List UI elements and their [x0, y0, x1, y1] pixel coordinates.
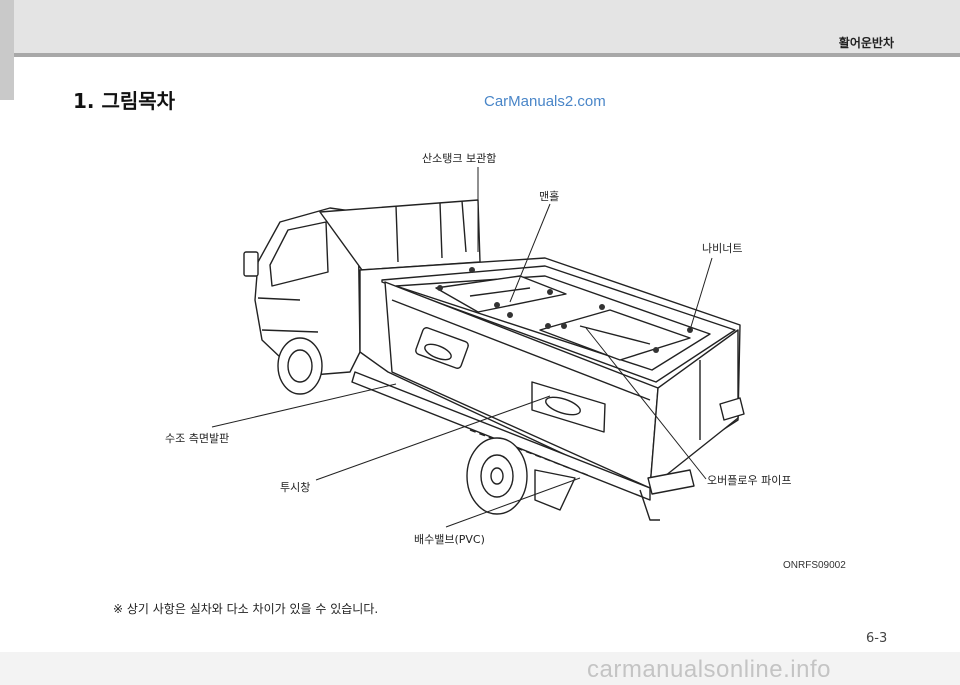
chapter-title: 활어운반차	[838, 36, 894, 50]
disclaimer-note: ※ 상기 사항은 실차와 다소 차이가 있을 수 있습니다.	[113, 602, 379, 616]
label-drain-valve: 배수밸브(PVC)	[414, 533, 485, 546]
label-manhole: 맨홀	[539, 190, 560, 203]
footer-bar	[0, 652, 960, 685]
leader-side-step	[211, 383, 397, 428]
leader-drain-valve	[445, 477, 581, 528]
sight-window-front	[415, 327, 469, 369]
side-tab	[0, 0, 14, 100]
label-sight-window: 투시창	[280, 481, 311, 494]
leader-sight-window	[315, 395, 551, 481]
front-wheel	[277, 337, 323, 395]
leader-manhole	[509, 203, 551, 303]
header-divider	[0, 53, 960, 57]
header-bar	[0, 0, 960, 53]
wing-nuts	[437, 267, 693, 353]
truck-cab	[254, 207, 361, 377]
label-overflow-pipe: 오버플로우 파이프	[707, 474, 792, 487]
page-number: 6-3	[866, 631, 888, 646]
label-wing-nut: 나비너트	[702, 242, 743, 255]
label-side-step: 수조 측면발판	[165, 432, 230, 445]
leader-wing-nut	[689, 257, 713, 331]
label-oxygen-tank: 산소탱크 보관함	[422, 152, 497, 165]
watermark-link[interactable]: CarManuals2.com	[484, 93, 606, 110]
leader-overflow-pipe	[585, 327, 707, 480]
footer-watermark[interactable]: carmanualsonline.info	[587, 656, 831, 683]
section-title: 1. 그림목차	[73, 89, 176, 113]
rear-wheel	[466, 437, 528, 515]
figure-code: ONRFS09002	[783, 560, 846, 571]
overflow-pipe-body	[647, 469, 695, 495]
manhole-front	[435, 275, 567, 313]
sight-window-rear	[531, 381, 606, 433]
